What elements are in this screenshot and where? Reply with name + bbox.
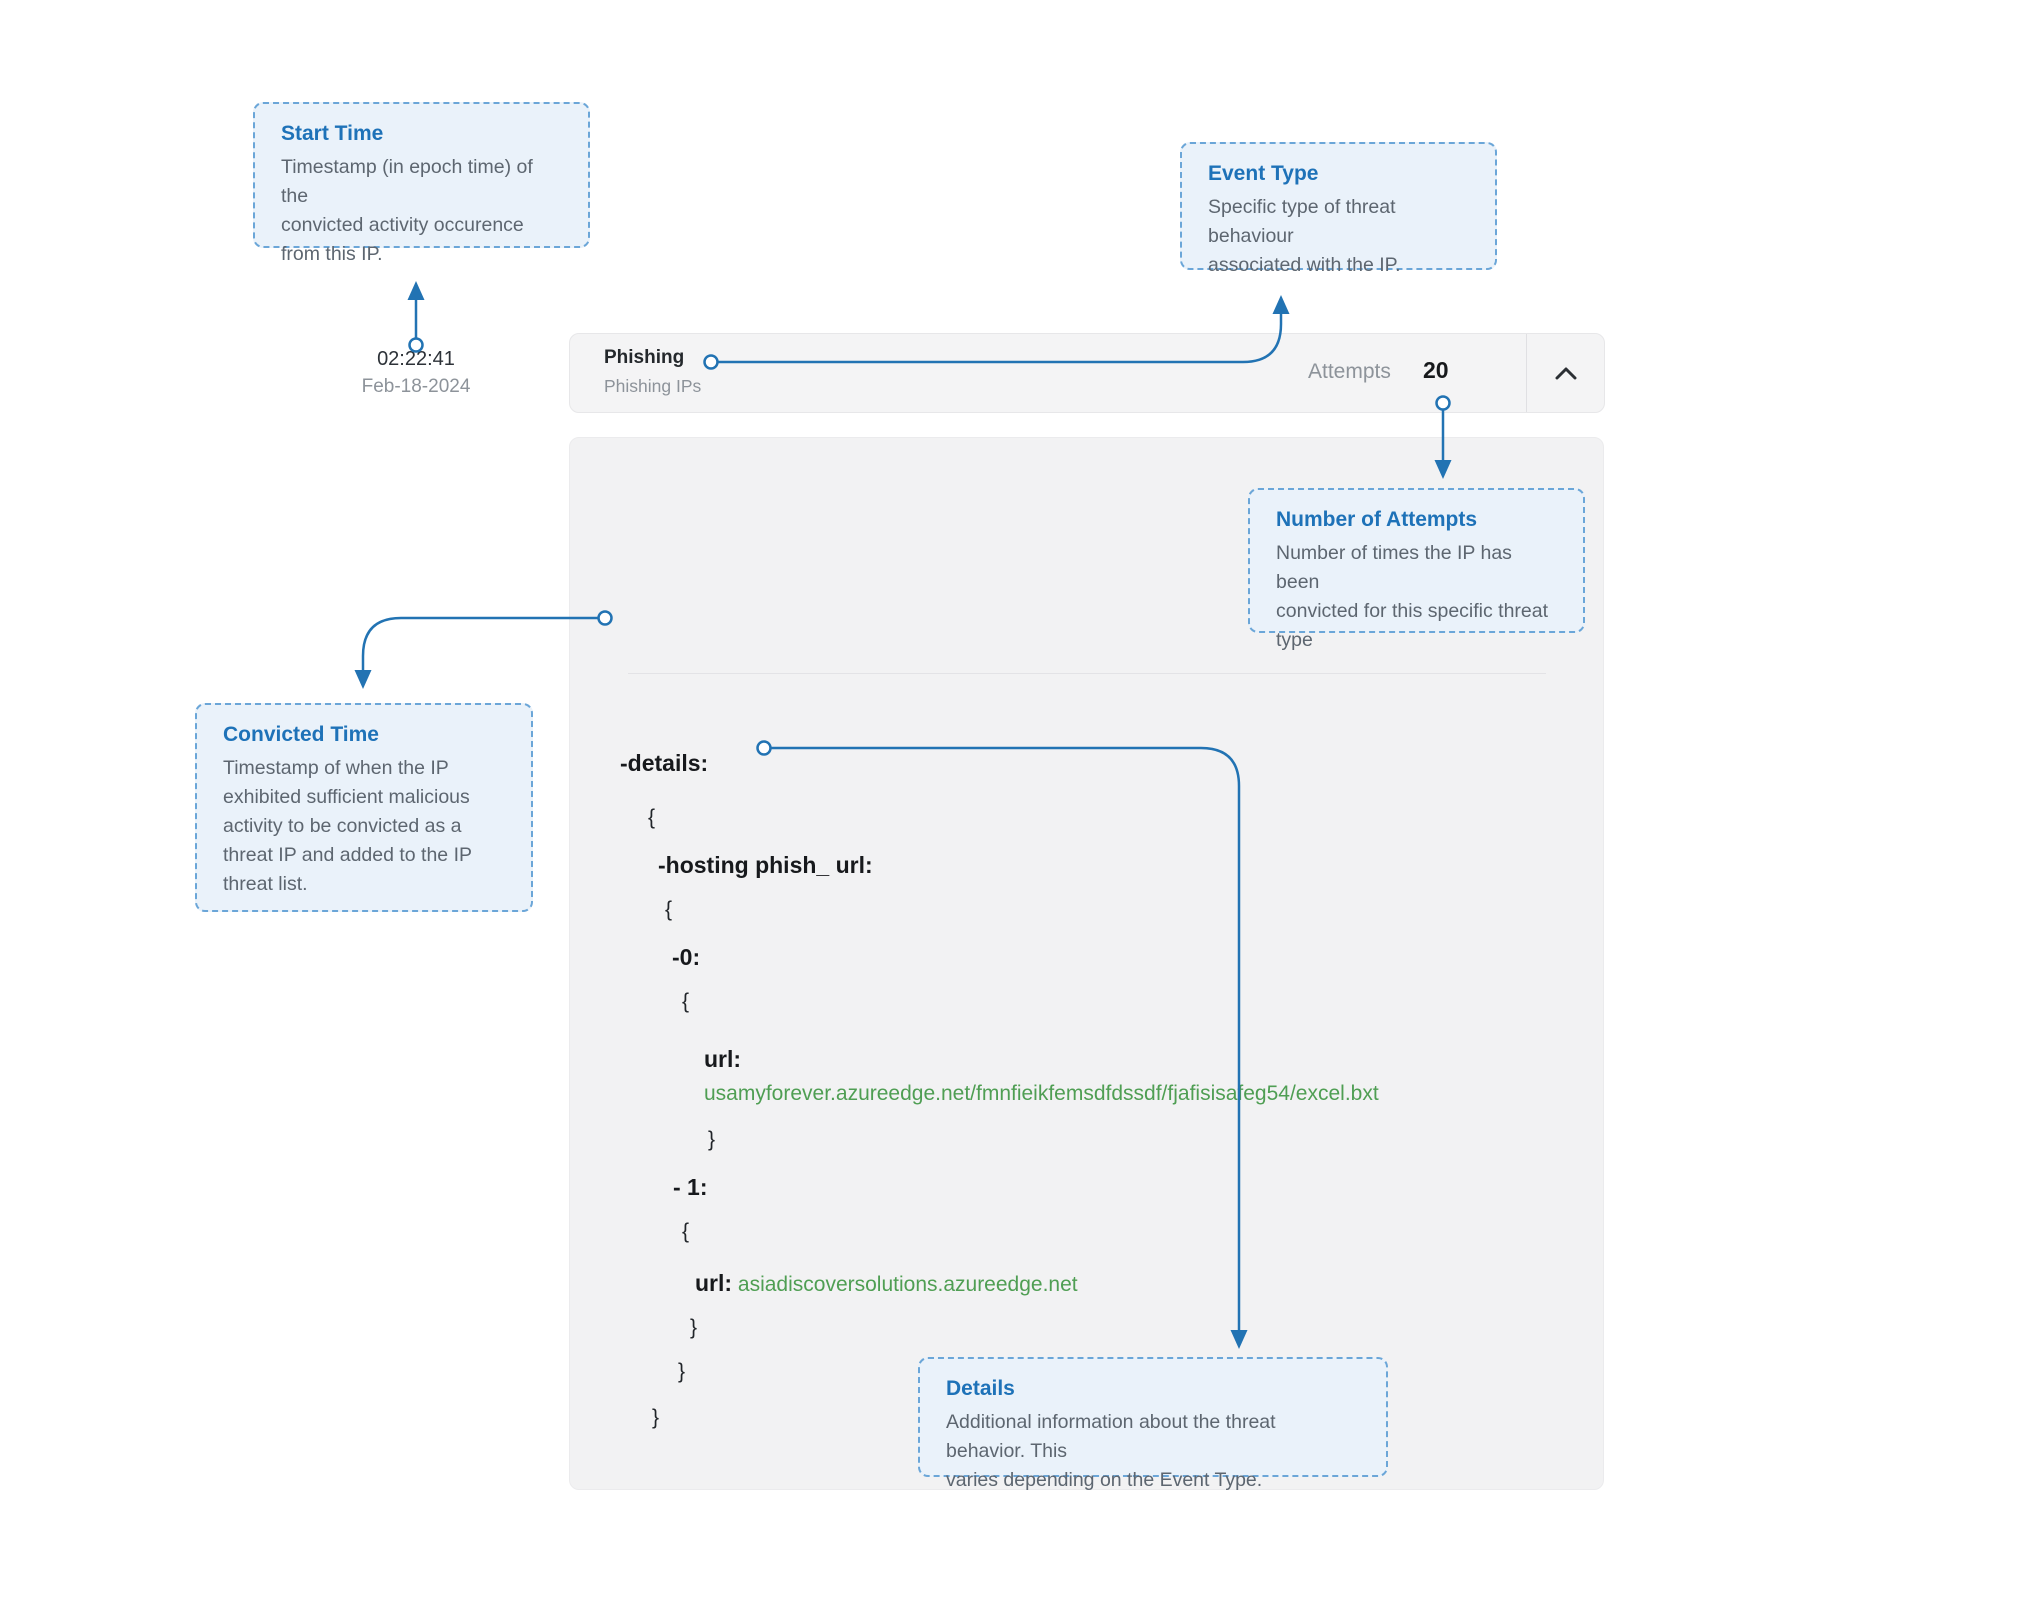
details-line: -0: (672, 944, 700, 971)
callout-body: Timestamp (in epoch time) of the convict… (281, 156, 533, 265)
details-line: { (665, 898, 672, 922)
callout-body: Number of times the IP has been convicte… (1276, 542, 1549, 651)
attempts-count: 20 (1423, 357, 1449, 383)
details-token: { (682, 1220, 690, 1243)
callout-body: Additional information about the threat … (946, 1411, 1276, 1491)
details-token: url: (695, 1270, 733, 1296)
details-token: { (682, 990, 690, 1013)
details-token: { (665, 898, 673, 921)
callout-details: Details Additional information about the… (918, 1357, 1388, 1491)
attempts-label: Attempts (1308, 360, 1391, 383)
callout-start-time: Start Time Timestamp (in epoch time) of … (253, 102, 590, 265)
details-code-block: -details:{-hosting phish_ url:{-0:{url:u… (620, 750, 1580, 1460)
details-line: -details: (620, 750, 708, 777)
start-timestamp: 02:22:41 Feb-18-2024 (330, 348, 502, 398)
details-token: } (690, 1316, 698, 1339)
phish-url-value: usamyforever.azureedge.net/fmnfieikfemsd… (704, 1082, 1379, 1105)
panel-separator (628, 673, 1546, 674)
details-line: } (708, 1128, 715, 1152)
start-time-connector (407, 281, 425, 353)
collapse-button[interactable] (1526, 334, 1605, 412)
callout-convicted-time: Convicted Time Timestamp of when the IP … (195, 703, 533, 912)
callout-title: Event Type (1208, 162, 1319, 185)
details-line: } (678, 1360, 685, 1384)
chevron-up-icon (1555, 367, 1576, 379)
details-line: { (682, 990, 689, 1014)
callout-title: Details (946, 1377, 1015, 1400)
callout-title: Convicted Time (223, 723, 379, 746)
event-type-title: Phishing (604, 347, 685, 368)
details-token: -hosting phish_ url: (658, 852, 873, 878)
details-line: } (690, 1316, 697, 1340)
details-token: url: (704, 1046, 742, 1072)
phish-url-value: asiadiscoversolutions.azureedge.net (732, 1273, 1078, 1296)
details-token: } (678, 1360, 686, 1383)
details-line: usamyforever.azureedge.net/fmnfieikfemsd… (704, 1082, 1379, 1106)
details-line: url: (704, 1046, 741, 1073)
details-line: url: asiadiscoversolutions.azureedge.net (695, 1270, 1078, 1297)
callout-event-type: Event Type Specific type of threat behav… (1180, 142, 1497, 276)
details-token: { (648, 806, 656, 829)
phishing-accordion-header[interactable]: Phishing Phishing IPs Attempts 20 (569, 333, 1605, 413)
details-token: - 1: (673, 1174, 708, 1200)
details-line: { (648, 806, 655, 830)
details-line: { (682, 1220, 689, 1244)
start-time-value: 02:22:41 (377, 348, 455, 370)
details-token: } (708, 1128, 716, 1151)
header-divider (1526, 334, 1527, 412)
details-line: } (652, 1406, 659, 1430)
callout-title: Start Time (281, 122, 384, 145)
callout-body: Specific type of threat behaviour associ… (1208, 196, 1401, 276)
details-line: - 1: (673, 1174, 708, 1201)
callout-body: Timestamp of when the IP exhibited suffi… (223, 757, 472, 895)
details-line: -hosting phish_ url: (658, 852, 873, 879)
start-date-value: Feb-18-2024 (361, 376, 471, 397)
callout-title: Number of Attempts (1276, 508, 1478, 531)
event-type-subtitle: Phishing IPs (604, 376, 702, 396)
details-token: } (652, 1406, 660, 1429)
details-token: -details: (620, 750, 709, 776)
details-token: -0: (672, 944, 701, 970)
callout-number-of-attempts: Number of Attempts Number of times the I… (1248, 488, 1585, 651)
